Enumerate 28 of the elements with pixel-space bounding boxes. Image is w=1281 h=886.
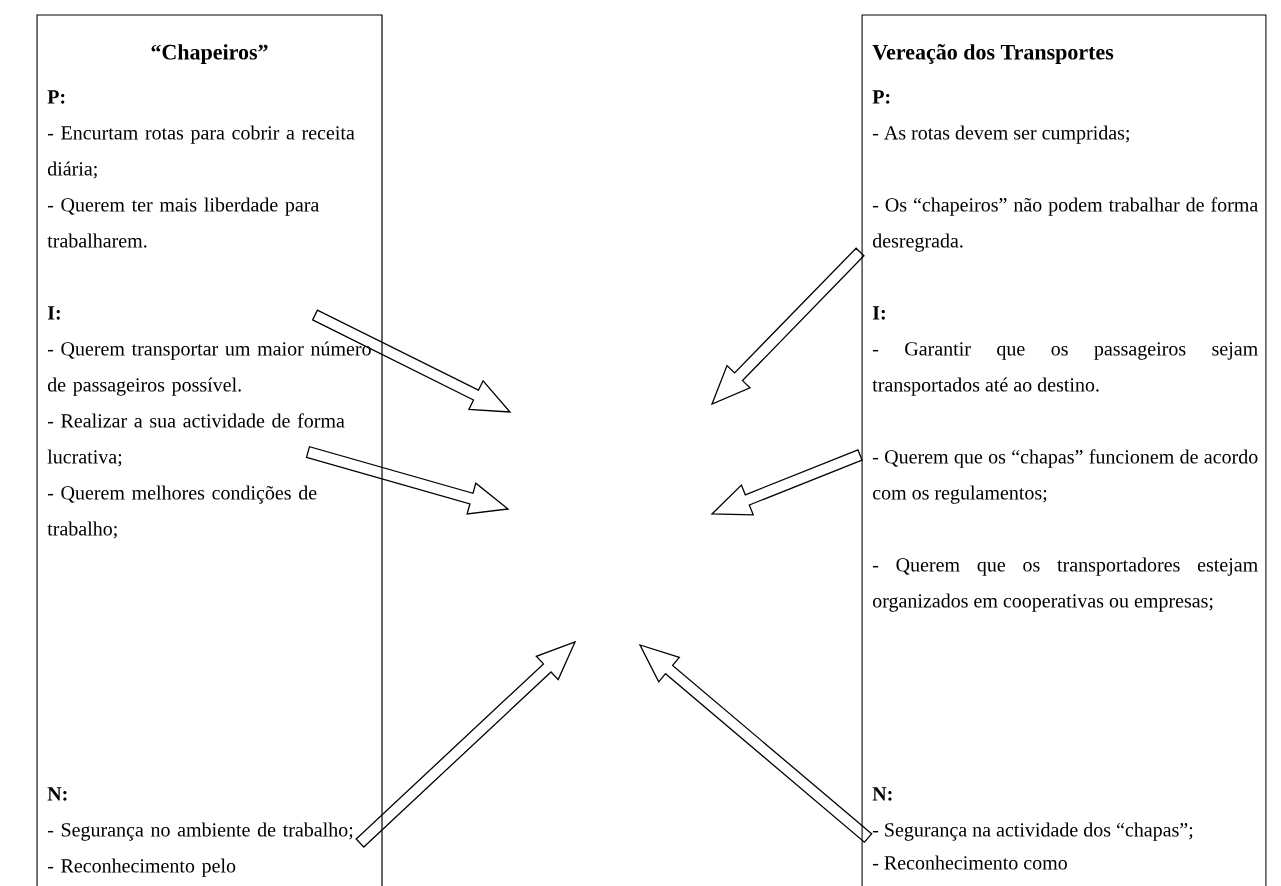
box-heading: “Chapeiros” <box>151 44 268 65</box>
list-item: - Querem melhores condições de trabalho; <box>47 485 317 539</box>
list-item: - Os “chapeiros” não podem trabalhar de forma desregrada. <box>872 197 1258 252</box>
list-item: - Garantir que os passageiros sejam transportados até ao destino. <box>872 342 1258 396</box>
section-label: I: <box>47 306 60 320</box>
list-item: - Reconhecimento como <box>872 855 1067 870</box>
block-arrow <box>710 247 865 406</box>
section-label: N: <box>872 787 892 801</box>
list-item: - Encurtam rotas para cobrir a receita diária; <box>47 125 355 179</box>
block-arrow <box>710 449 863 516</box>
list-item: - Realizar a sua actividade de forma lucrativa; <box>47 413 345 467</box>
section-label: N: <box>47 787 67 801</box>
section-label: P: <box>47 90 65 104</box>
block-arrow <box>311 309 512 413</box>
section-label: P: <box>872 90 890 104</box>
section-label: I: <box>872 306 885 320</box>
list-item: - Reconhecimento pelo <box>47 858 236 877</box>
list-item: - Querem que os “chapas” funcionem de acordo com os regulamentos; <box>872 449 1258 504</box>
list-item: - As rotas devem ser cumpridas; <box>872 125 1129 144</box>
list-item: - Segurança na actividade dos “chapas”; <box>872 822 1193 841</box>
list-item: - Querem transportar um maior número de passageiros possível. <box>47 341 371 396</box>
list-item: - Segurança no ambiente de trabalho; <box>47 822 353 841</box>
box-heading: Vereação dos Transportes <box>872 44 1114 65</box>
stakeholder-box <box>36 14 383 886</box>
list-item: - Querem que os transportadores estejam organizados em cooperativas ou empresas; <box>872 557 1258 612</box>
block-arrow <box>355 640 577 848</box>
stakeholder-box <box>861 14 1267 886</box>
list-item: - Querem ter mais liberdade para trabalharem. <box>47 197 320 248</box>
